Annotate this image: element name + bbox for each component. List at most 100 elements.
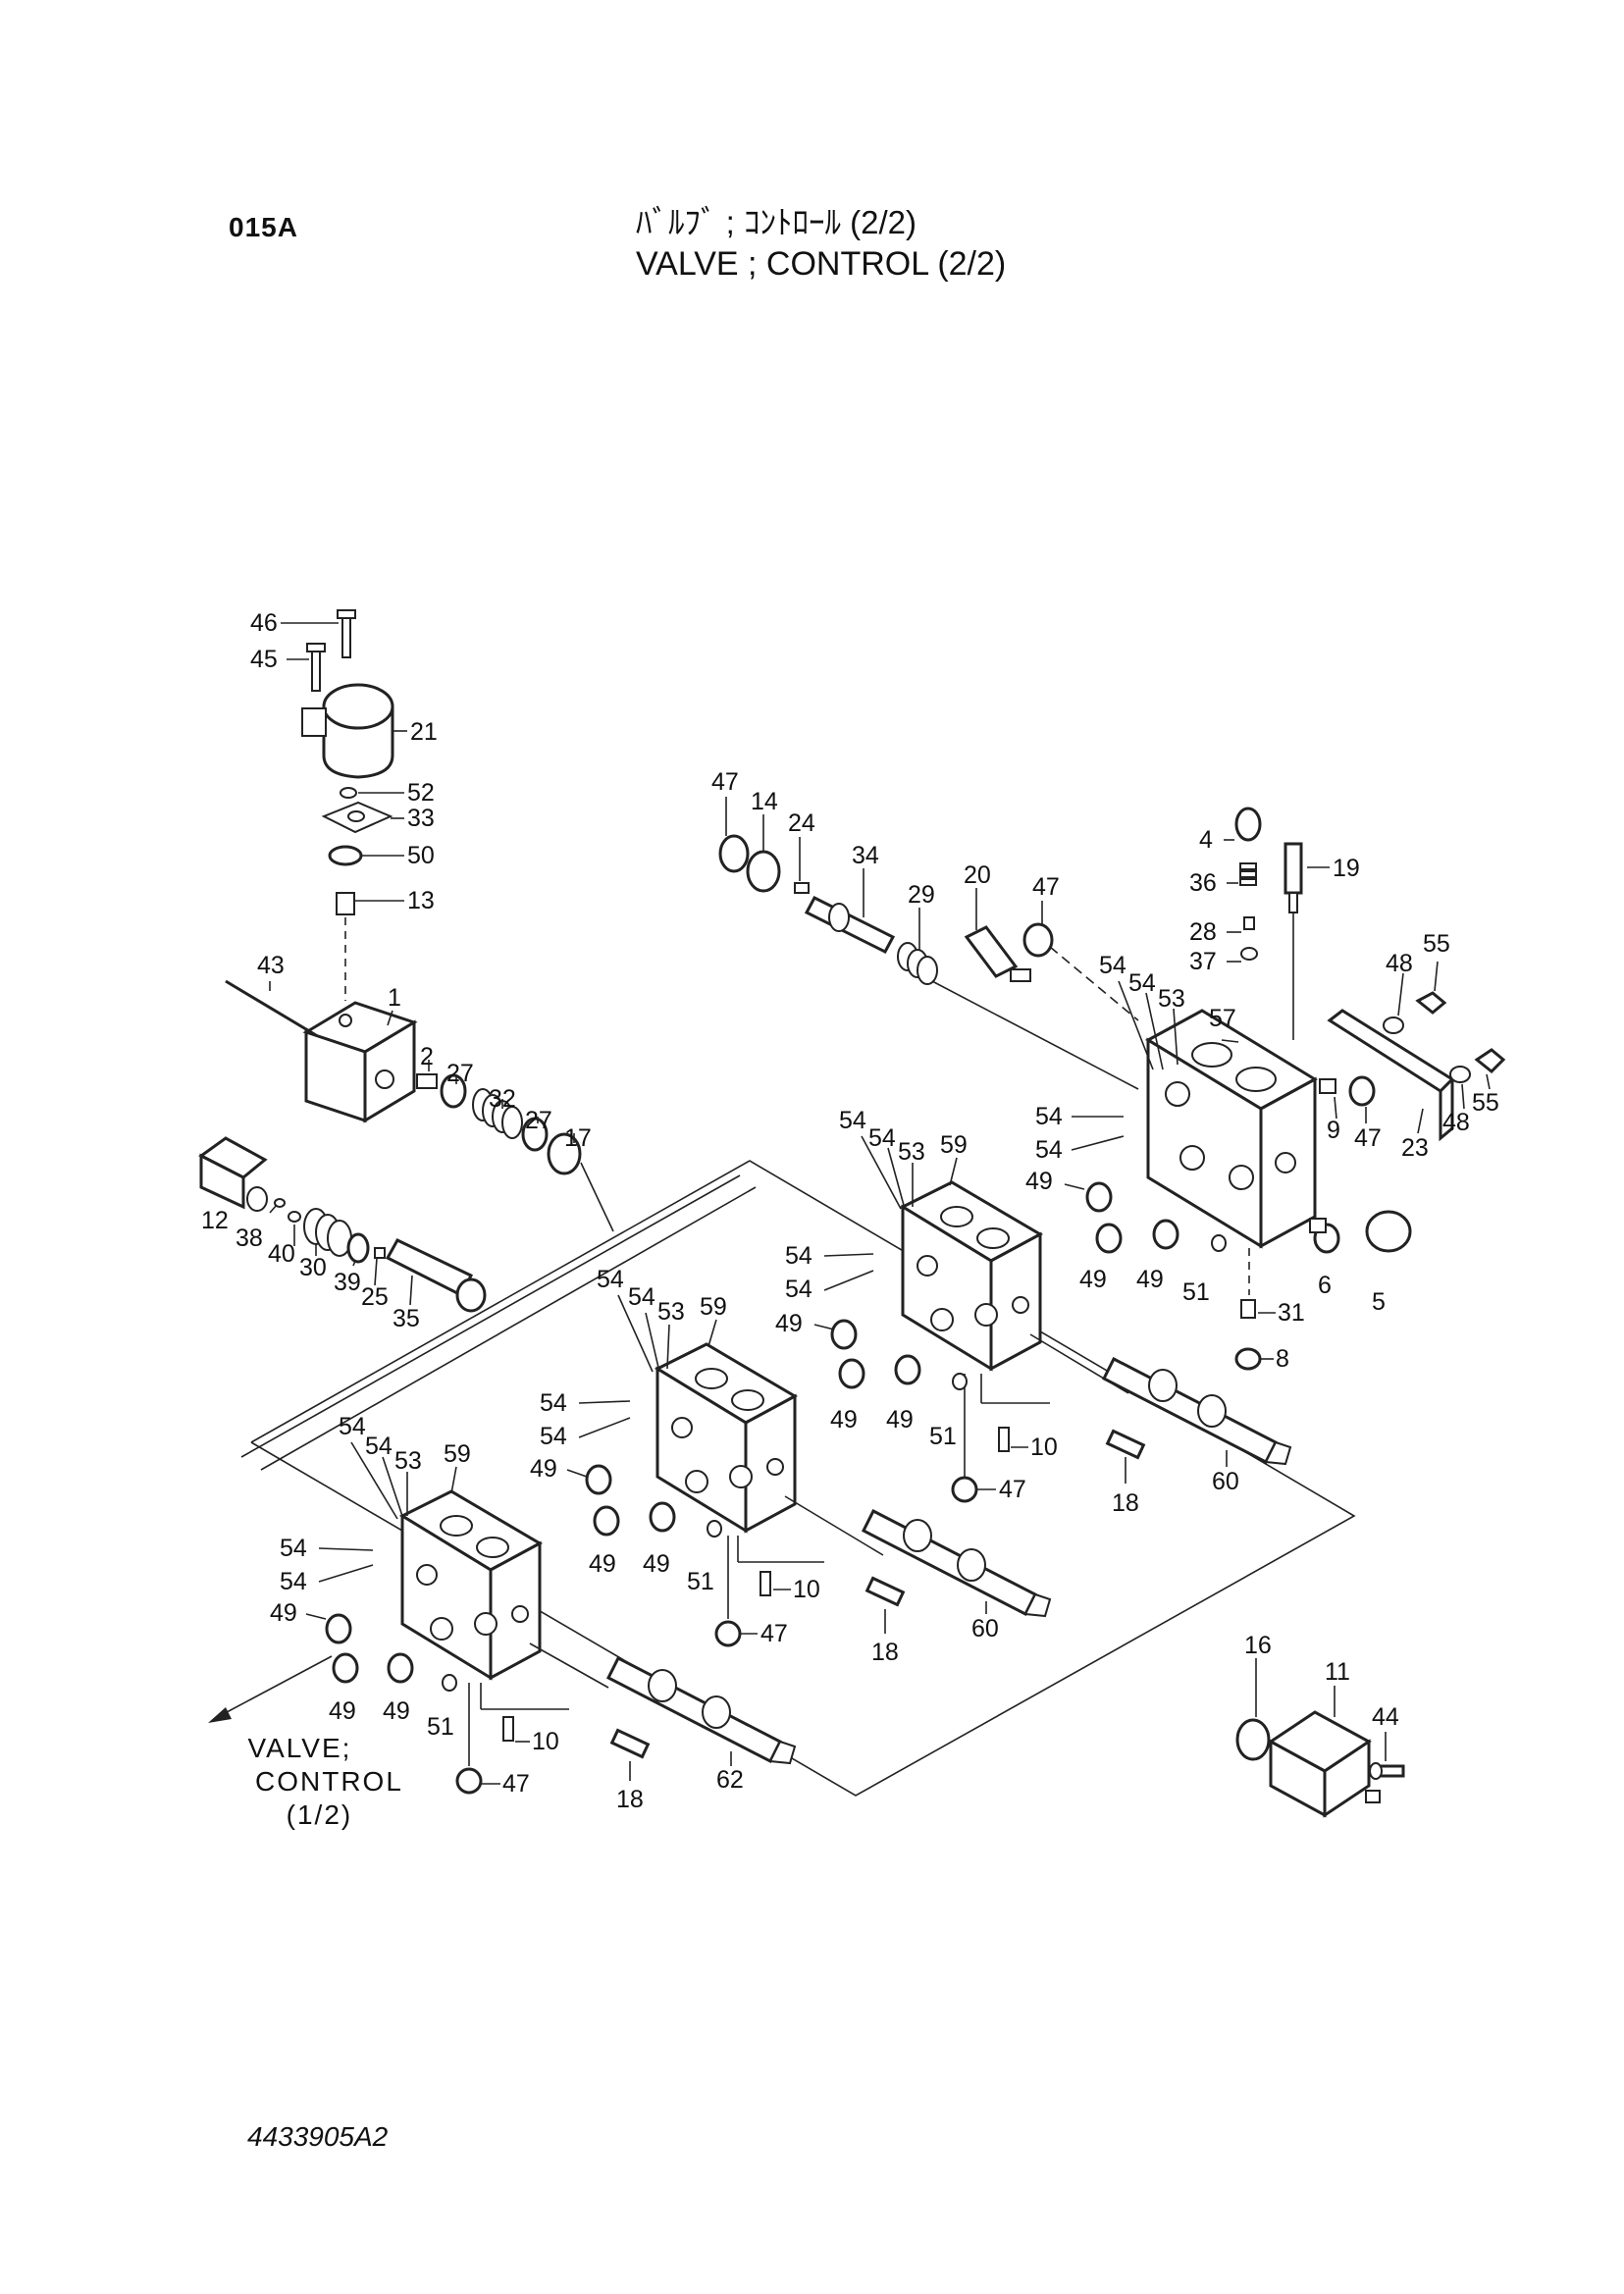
callout-47-b: 47 (760, 1620, 788, 1647)
callout-49-a: 49 (1025, 1168, 1053, 1195)
section-block-upper (899, 1180, 1292, 1503)
callout-51-b: 51 (929, 1423, 957, 1450)
callout-37: 37 (1189, 948, 1217, 975)
callout-27b: 27 (525, 1107, 552, 1134)
reference-arrow (208, 1655, 333, 1723)
solenoid-coil-21 (301, 683, 394, 779)
callout-60-a: 60 (1212, 1468, 1239, 1495)
callout-13: 13 (407, 887, 435, 914)
callout-11: 11 (1325, 1658, 1350, 1686)
drawing-number: 4433905A2 (247, 2121, 389, 2152)
plug-47-top (718, 834, 750, 873)
callout-16: 16 (1244, 1632, 1272, 1659)
spool-60-upper (1101, 1356, 1292, 1466)
callout-59-b: 59 (700, 1293, 727, 1321)
callout-18-c: 18 (616, 1786, 644, 1813)
callout-27: 27 (446, 1060, 474, 1087)
spring-29 (897, 942, 938, 985)
bolt-46 (341, 615, 351, 658)
pin-24 (794, 882, 810, 894)
spool-60-middle (861, 1508, 1052, 1618)
callout-45: 45 (250, 646, 278, 673)
callout-47-c: 47 (502, 1770, 530, 1798)
callout-53-b: 53 (898, 1138, 925, 1166)
callout-49-h: 49 (589, 1550, 616, 1578)
callout-49-k: 49 (329, 1697, 356, 1725)
section-block-middle (654, 1342, 1052, 1647)
callout-34: 34 (852, 842, 879, 869)
plug-6 (1309, 1218, 1340, 1254)
spring-seat-27 (440, 1073, 467, 1109)
callout-54-e: 54 (839, 1107, 866, 1134)
callout-30: 30 (299, 1254, 327, 1281)
callout-2: 2 (420, 1043, 434, 1070)
callout-36: 36 (1189, 869, 1217, 897)
callout-18-a: 18 (1112, 1489, 1139, 1517)
callout-54-a: 54 (1099, 952, 1126, 979)
page-code: 015A (229, 212, 298, 242)
valve-block-1 (302, 1001, 418, 1123)
plug-18-upper (1105, 1429, 1146, 1460)
callout-24: 24 (788, 809, 815, 837)
callout-54-n: 54 (365, 1433, 393, 1460)
callout-49-j: 49 (270, 1599, 297, 1627)
callout-51-d: 51 (427, 1713, 454, 1741)
o-ring-40 (288, 1211, 301, 1223)
part-28 (1243, 916, 1255, 930)
callout-49-g: 49 (530, 1455, 557, 1483)
callout-54-i: 54 (597, 1266, 624, 1293)
callout-51-a: 51 (1182, 1278, 1210, 1306)
reference-line3: (1/2) (286, 1799, 353, 1830)
callout-53-c: 53 (657, 1298, 685, 1326)
callout-49-l: 49 (383, 1697, 410, 1725)
plug-4 (1234, 807, 1262, 842)
outlet-cover-group (1235, 1710, 1405, 1818)
callout-47-a: 47 (999, 1476, 1026, 1503)
plug-13 (336, 892, 355, 915)
title-english: VALVE ; CONTROL (2/2) (636, 245, 1007, 283)
spring-32 (472, 1088, 523, 1139)
section-block-lower (398, 1489, 797, 1795)
nut-55b (1474, 1048, 1506, 1074)
callout-21: 21 (410, 718, 438, 746)
fitting-20 (964, 925, 1031, 982)
o-ring-50 (328, 845, 363, 866)
callout-17: 17 (564, 1124, 592, 1152)
callout-10-c: 10 (532, 1728, 559, 1755)
plug-5 (1365, 1210, 1412, 1253)
callout-54-g: 54 (785, 1242, 812, 1270)
plug-18-lower (609, 1728, 651, 1759)
callout-10-b: 10 (793, 1576, 820, 1603)
callout-29: 29 (908, 881, 935, 909)
title-japanese: ﾊﾞﾙﾌﾞ ; ｺﾝﾄﾛｰﾙ (2/2) (636, 204, 917, 240)
callout-47-mid: 47 (1032, 873, 1060, 901)
callout-47-side: 47 (1354, 1124, 1382, 1152)
callout-10-a: 10 (1030, 1434, 1058, 1461)
callout-46: 46 (250, 609, 278, 637)
callout-1: 1 (388, 984, 401, 1012)
washer-48b (1449, 1066, 1471, 1083)
part-37 (1240, 947, 1258, 961)
long-bolt-43 (225, 979, 317, 1037)
callout-49-i: 49 (643, 1550, 670, 1578)
callout-60-b: 60 (971, 1615, 999, 1642)
callout-23: 23 (1401, 1134, 1429, 1162)
callout-19: 19 (1333, 855, 1360, 882)
callout-57: 57 (1209, 1005, 1236, 1032)
callout-54-j: 54 (628, 1283, 655, 1311)
callout-48b: 48 (1442, 1109, 1470, 1136)
callout-5: 5 (1372, 1288, 1386, 1316)
callout-47-top: 47 (711, 768, 739, 796)
callout-49-c: 49 (1136, 1266, 1164, 1293)
callout-49-f: 49 (886, 1406, 914, 1434)
plug-47-mid (1022, 922, 1054, 958)
callout-40: 40 (268, 1240, 295, 1268)
callout-6: 6 (1318, 1272, 1332, 1299)
callout-labels: 46 45 21 52 33 50 13 43 1 2 27 32 27 17 … (201, 609, 1499, 1813)
callout-62: 62 (716, 1766, 744, 1794)
callout-4: 4 (1199, 826, 1213, 854)
reference-valve-control-1-2[interactable]: VALVE; CONTROL (1/2) (196, 1732, 403, 1832)
callout-54-d: 54 (1035, 1136, 1063, 1164)
bolt-44 (1369, 1762, 1405, 1780)
o-ring-38 (274, 1198, 286, 1208)
